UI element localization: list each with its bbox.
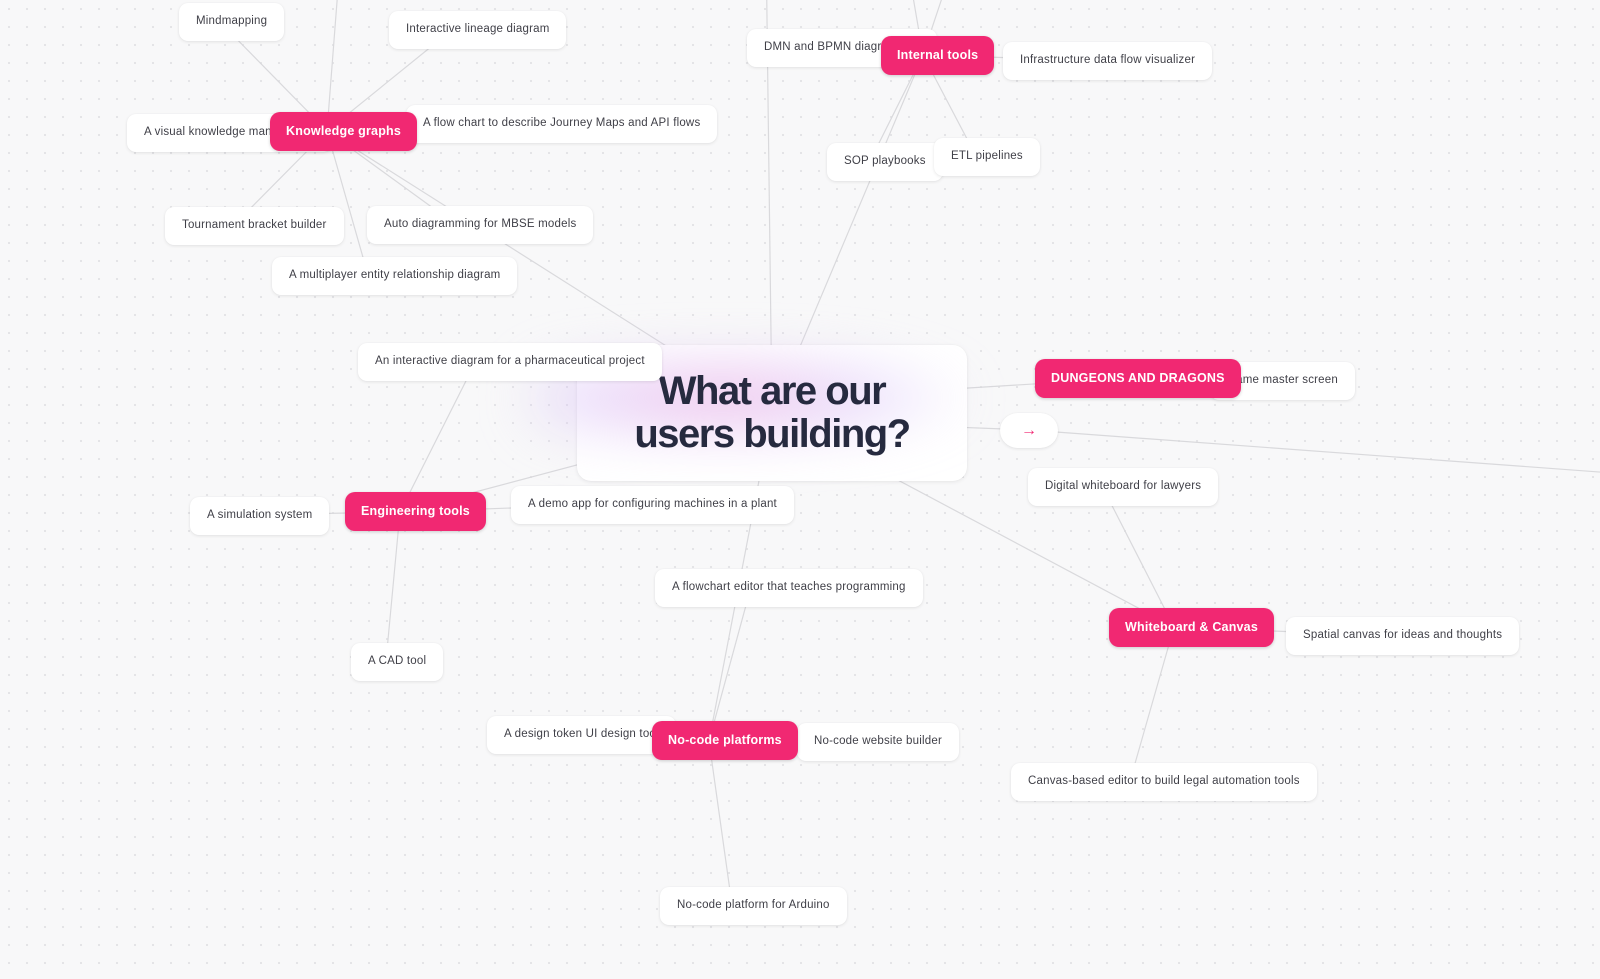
node-simulation-system[interactable]: A simulation system — [190, 497, 330, 535]
node-multiplayer-erd[interactable]: A multiplayer entity relationship diagra… — [272, 257, 518, 295]
node-infrastructure-data-flow-visualizer[interactable]: Infrastructure data flow visualizer — [1003, 42, 1213, 80]
node-auto-diagramming-mbse[interactable]: Auto diagramming for MBSE models — [367, 206, 594, 244]
node-spatial-canvas-ideas[interactable]: Spatial canvas for ideas and thoughts — [1286, 617, 1520, 655]
node-pharmaceutical-diagram[interactable]: An interactive diagram for a pharmaceuti… — [358, 343, 662, 381]
node-etl-pipelines[interactable]: ETL pipelines — [934, 138, 1040, 176]
node-tournament-bracket-builder[interactable]: Tournament bracket builder — [165, 207, 344, 245]
node-flowchart-teaches-programming[interactable]: A flowchart editor that teaches programm… — [655, 569, 923, 607]
central-question-line1: What are our — [658, 368, 887, 413]
node-no-code-platform-arduino[interactable]: No-code platform for Arduino — [660, 887, 847, 925]
node-canvas-legal-automation[interactable]: Canvas-based editor to build legal autom… — [1011, 763, 1317, 801]
arrow-node[interactable]: → — [1000, 413, 1058, 448]
category-internal-tools[interactable]: Internal tools — [881, 36, 995, 75]
node-demo-app-machines-plant[interactable]: A demo app for configuring machines in a… — [511, 486, 794, 524]
category-engineering-tools[interactable]: Engineering tools — [345, 492, 486, 531]
node-mindmapping[interactable]: Mindmapping — [179, 3, 285, 41]
category-knowledge-graphs[interactable]: Knowledge graphs — [270, 112, 418, 151]
node-digital-whiteboard-lawyers[interactable]: Digital whiteboard for lawyers — [1028, 468, 1219, 506]
node-flow-chart-journey-maps[interactable]: A flow chart to describe Journey Maps an… — [406, 105, 718, 143]
node-sop-playbooks[interactable]: SOP playbooks — [827, 143, 943, 181]
category-dungeons-and-dragons[interactable]: DUNGEONS AND DRAGONS — [1035, 359, 1241, 398]
node-no-code-website-builder[interactable]: No-code website builder — [797, 723, 959, 761]
central-question-title: What are our users building? — [634, 368, 911, 456]
category-whiteboard-canvas[interactable]: Whiteboard & Canvas — [1109, 608, 1274, 647]
central-question-line2: users building? — [634, 412, 911, 456]
node-cad-tool[interactable]: A CAD tool — [351, 643, 444, 681]
arrow-right-icon: → — [1021, 421, 1037, 439]
node-interactive-lineage-diagram[interactable]: Interactive lineage diagram — [389, 11, 567, 49]
category-no-code-platforms[interactable]: No-code platforms — [652, 721, 798, 760]
node-design-token-ui-tool[interactable]: A design token UI design tool — [487, 716, 676, 754]
